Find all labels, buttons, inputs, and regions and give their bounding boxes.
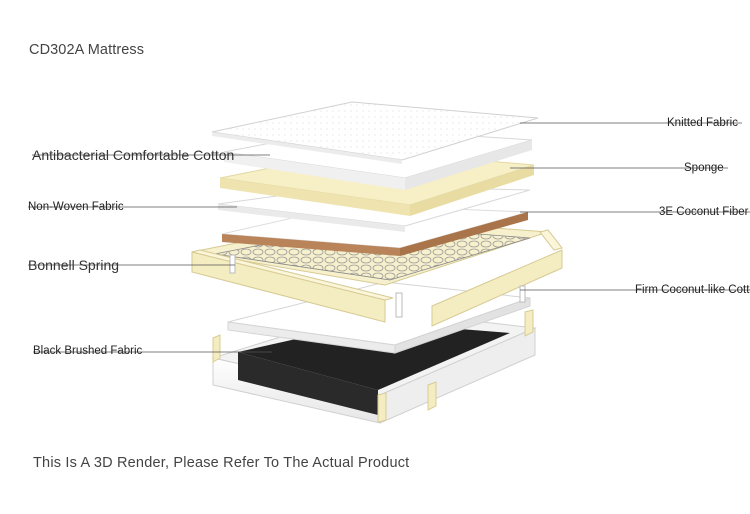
label-non-woven-fabric: Non-Woven Fabric <box>28 201 124 213</box>
label-black-brushed-fabric: Black Brushed Fabric <box>33 345 143 357</box>
knitted-fabric-layer <box>211 101 539 164</box>
label-coconut-fiber: 3E Coconut Fiber <box>659 206 749 218</box>
disclaimer-text: This Is A 3D Render, Please Refer To The… <box>33 455 410 471</box>
label-knitted-fabric: Knitted Fabric <box>667 117 738 129</box>
label-bonnell-spring: Bonnell Spring <box>28 257 120 273</box>
page-title: CD302A Mattress <box>29 42 145 58</box>
label-firm-coconut-cotton: Firm Coconut-like Cotton <box>635 284 750 296</box>
label-sponge: Sponge <box>684 162 724 174</box>
leader-lines <box>28 122 750 353</box>
label-antibacterial-cotton: Antibacterial Comfortable Cotton <box>32 147 235 163</box>
